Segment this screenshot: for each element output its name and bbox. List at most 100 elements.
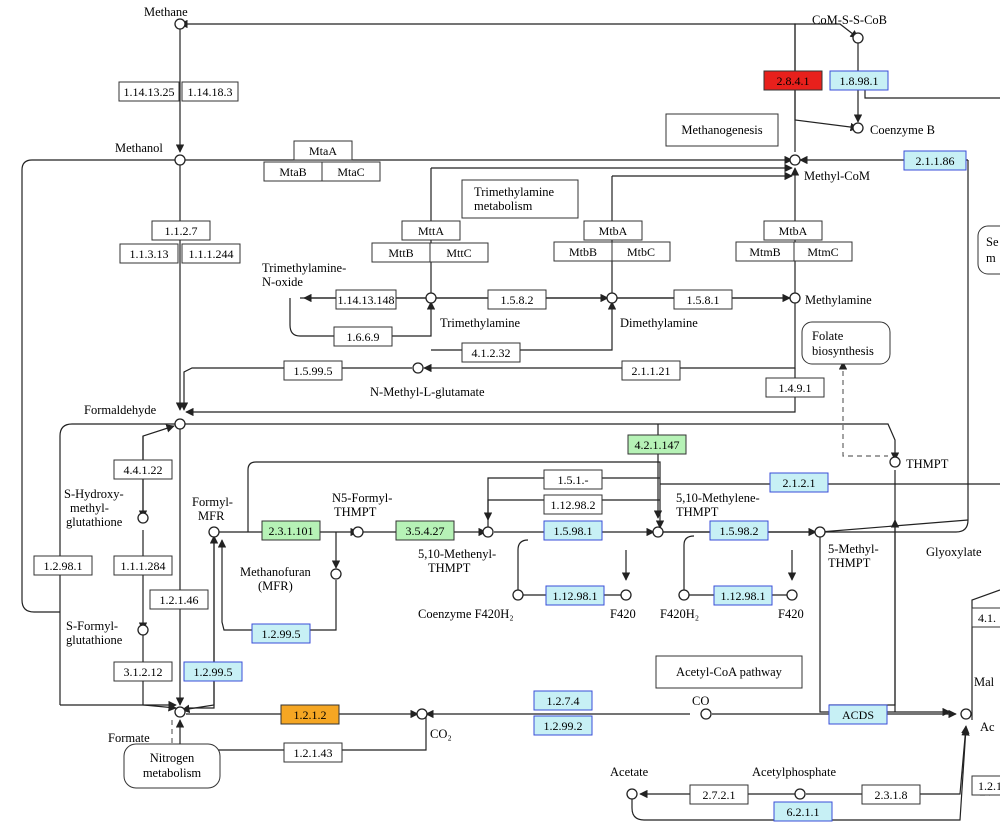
enzyme-box-highlighted-orange[interactable]: 1.2.1.2 [280, 704, 340, 725]
compound-node[interactable] [700, 708, 712, 720]
enzyme-box-mapped[interactable]: 1.8.98.1 [829, 70, 889, 91]
compound-node[interactable] [412, 362, 424, 374]
enzyme-box[interactable]: 1.4.9.1 [765, 377, 825, 398]
compound-node[interactable] [814, 526, 826, 538]
enzyme-box-mapped[interactable]: 1.2.99.5 [251, 623, 311, 644]
enzyme-box-organism[interactable]: 4.2.1.147 [627, 434, 687, 455]
enzyme-box[interactable]: 1.1.3.13 [119, 243, 179, 264]
enzyme-box[interactable]: 3.1.2.12 [113, 661, 173, 682]
compound-node[interactable] [852, 32, 864, 44]
enzyme-box[interactable]: 1.14.13.148 [335, 289, 397, 310]
compound-node[interactable] [425, 292, 437, 304]
compound-node[interactable] [512, 589, 524, 601]
compound-node[interactable] [174, 18, 186, 30]
enzyme-box[interactable]: 2.1.1.21 [621, 360, 681, 381]
enzyme-box[interactable]: 1.1.1.284 [113, 555, 173, 576]
enzyme-box[interactable]: 1.5.99.5 [283, 360, 343, 381]
enzyme-box[interactable]: MtbB [553, 241, 613, 262]
enzyme-box[interactable]: 2.7.2.1 [689, 784, 749, 805]
enzyme-box[interactable]: 1.5.1.- [543, 469, 603, 490]
enzyme-box[interactable]: MtaA [293, 140, 353, 161]
enzyme-box[interactable]: 1.5.8.1 [673, 289, 733, 310]
compound-label: glutathione [66, 515, 123, 529]
enzyme-box[interactable]: 4.1.2.32 [461, 342, 521, 363]
enzyme-box-highlighted[interactable]: 2.8.4.1 [763, 70, 823, 91]
compound-node[interactable] [960, 708, 972, 720]
enzyme-box-organism[interactable]: 2.3.1.101 [261, 520, 321, 541]
enzyme-box-mapped[interactable]: 1.12.98.1 [545, 585, 605, 606]
compound-node[interactable] [620, 589, 632, 601]
compound-node[interactable] [137, 512, 149, 524]
enzyme-box[interactable]: 1.2.1.46 [149, 589, 209, 610]
enzyme-box-mapped[interactable]: 6.2.1.1 [773, 801, 833, 822]
enzyme-box[interactable]: MttB [371, 242, 431, 263]
pathway-link-acetylcoa[interactable]: Acetyl-CoA pathway [655, 655, 803, 689]
enzyme-box[interactable]: 1.1.1.244 [181, 243, 241, 264]
compound-node[interactable] [137, 624, 149, 636]
compound-node[interactable] [786, 589, 798, 601]
enzyme-box[interactable]: MtaC [321, 161, 381, 182]
compound-node[interactable] [482, 526, 494, 538]
enzyme-box[interactable]: 1.14.18.3 [181, 81, 239, 102]
enzyme-box-mapped[interactable]: 1.5.98.2 [709, 520, 769, 541]
enzyme-box[interactable]: 1.2.98.1 [33, 555, 93, 576]
compound-node[interactable] [794, 788, 806, 800]
compound-node[interactable] [652, 526, 664, 538]
enzyme-box[interactable]: MtmC [793, 241, 853, 262]
enzyme-box-mapped[interactable]: 2.1.2.1 [769, 472, 829, 493]
enzyme-box[interactable]: MtbA [583, 220, 643, 241]
enzyme-box-mapped[interactable]: 1.2.99.2 [533, 715, 593, 736]
enzyme-box[interactable]: 1.6.6.9 [333, 326, 393, 347]
compound-node[interactable] [852, 122, 864, 134]
enzyme-box[interactable]: 1.12.98.2 [543, 494, 603, 515]
enzyme-box[interactable]: 2.3.1.8 [861, 784, 921, 805]
compound-node[interactable] [789, 154, 801, 166]
compound-node[interactable] [678, 589, 690, 601]
enzyme-box-mapped[interactable]: 1.5.98.1 [543, 520, 603, 541]
enzyme-box-mapped[interactable]: 1.12.98.1 [713, 585, 773, 606]
svg-text:2.1.1.86: 2.1.1.86 [916, 154, 955, 168]
enzyme-box[interactable]: MttA [401, 220, 461, 241]
compound-node[interactable] [789, 292, 801, 304]
enzyme-box[interactable]: MtmB [735, 241, 795, 262]
enzyme-box-organism[interactable]: 3.5.4.27 [395, 520, 455, 541]
enzyme-box[interactable]: 4.4.1.22 [113, 459, 173, 480]
pathway-links: Methanogenesis Trimethylaminemetabolism … [123, 113, 1000, 789]
enzyme-box-mapped[interactable]: 1.2.99.5 [183, 661, 243, 682]
compound-node[interactable] [889, 456, 901, 468]
compound-label: THMPT [334, 505, 377, 519]
pathway-link-methanogenesis[interactable]: Methanogenesis [665, 113, 779, 147]
compound-node[interactable] [416, 708, 428, 720]
svg-text:1.2.7.4: 1.2.7.4 [547, 694, 580, 708]
pathway-link-partial[interactable]: Sem [977, 225, 1000, 275]
svg-text:1.12.98.1: 1.12.98.1 [721, 589, 766, 603]
compound-node[interactable] [626, 788, 638, 800]
compound-node[interactable] [606, 292, 618, 304]
enzyme-box[interactable]: 1.5.8.2 [487, 289, 547, 310]
compound-label: F420 [778, 607, 804, 621]
reaction-line [483, 499, 660, 521]
enzyme-box-mapped[interactable]: 2.1.1.86 [903, 150, 967, 171]
compound-node[interactable] [330, 568, 342, 580]
compound-node[interactable] [208, 526, 220, 538]
compound-node[interactable] [352, 526, 364, 538]
enzyme-box[interactable]: 1.2.1.43 [283, 742, 343, 763]
enzyme-box-mapped[interactable]: 1.2.7.4 [533, 690, 593, 711]
enzyme-box[interactable]: 1.1.2.7 [151, 220, 211, 241]
enzyme-box[interactable]: MtbA [763, 220, 823, 241]
compound-node[interactable] [174, 154, 186, 166]
enzyme-box[interactable]: MtaB [263, 161, 323, 182]
enzyme-box[interactable]: MttC [429, 242, 489, 263]
compound-node[interactable] [174, 706, 186, 718]
compound-node[interactable] [174, 418, 186, 430]
enzyme-box[interactable]: MtbC [611, 241, 671, 262]
enzyme-box[interactable]: 1.2.1.59 [971, 775, 1000, 796]
enzyme-box[interactable]: 1.14.13.25 [118, 81, 180, 102]
enzyme-box-mapped[interactable]: ACDS [828, 704, 888, 725]
reaction-line [217, 539, 337, 631]
enzyme-box[interactable]: 4.1. [971, 607, 1000, 628]
